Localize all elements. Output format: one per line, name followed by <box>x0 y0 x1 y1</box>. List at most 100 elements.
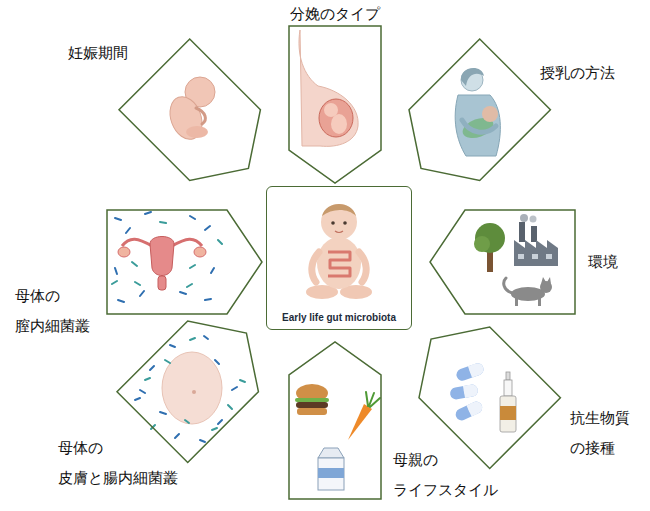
factory <box>514 240 558 266</box>
carrot-leaves <box>366 392 380 407</box>
baby-torso <box>317 237 361 289</box>
factor-box: 母親の ライフスタイル <box>287 340 383 501</box>
capsule-half <box>468 362 485 378</box>
factor-outline <box>417 325 562 470</box>
factor-outline <box>407 37 552 182</box>
pentagon-border <box>119 39 260 180</box>
factor-label: 母体の 膣内細菌叢 <box>15 281 90 341</box>
factor-outline <box>287 24 383 185</box>
chimney <box>519 222 525 242</box>
burger-bun <box>297 408 327 415</box>
bacteria <box>112 222 222 287</box>
baby-eye <box>343 221 347 225</box>
uterus <box>150 237 174 276</box>
capsule <box>455 362 485 383</box>
factory-window <box>518 254 524 259</box>
factor-box: 環境 <box>428 208 577 316</box>
factor-label: 授乳の方法 <box>540 63 615 83</box>
ovary <box>118 247 130 257</box>
fetus-body <box>164 92 207 144</box>
capsule-half <box>466 400 484 417</box>
factor-label: 分娩のタイプ <box>290 4 380 24</box>
factor-label: 母体の 皮膚と腸内細菌叢 <box>58 433 178 493</box>
factor-box: 授乳の方法 <box>407 37 552 182</box>
capsule <box>449 384 479 401</box>
factor-outline <box>115 319 260 464</box>
pentagon-border <box>117 321 258 462</box>
burger-bun <box>296 384 328 402</box>
milk-carton <box>318 458 344 490</box>
milk-top <box>318 448 344 458</box>
capsule-half <box>463 385 471 398</box>
pregnant-torso <box>299 30 358 146</box>
tree-canopy <box>474 236 490 252</box>
navel <box>192 390 196 394</box>
cat-leg <box>538 297 541 306</box>
factor-box: 母体の 皮膚と腸内細菌叢 <box>115 319 260 464</box>
fetus-arm <box>196 108 205 124</box>
smoke <box>530 216 537 223</box>
capsule-half <box>454 400 484 423</box>
fallopian-tube <box>172 239 202 246</box>
burger-patty <box>296 402 328 408</box>
spray-nozzle <box>504 380 512 396</box>
baby-intestine <box>328 252 350 276</box>
bacteria <box>135 336 237 442</box>
factor-box: 妊娠期間 <box>117 37 262 182</box>
cat-ears <box>541 277 551 284</box>
capsule <box>454 400 484 423</box>
capsule-half <box>449 384 479 401</box>
milk-band <box>318 468 344 478</box>
factor-outline <box>105 208 264 316</box>
bacteria <box>115 212 214 302</box>
factor-outline <box>287 340 383 501</box>
capsule-half <box>455 362 485 383</box>
fallopian-tube <box>122 239 152 246</box>
pentagon-border <box>289 342 381 499</box>
mother-head <box>461 69 483 91</box>
mother-arm <box>462 120 496 132</box>
center-box: Early life gut microbiota <box>266 186 412 330</box>
center-title: Early life gut microbiota <box>271 312 407 324</box>
baby-mouth <box>335 231 343 233</box>
factor-label: 妊娠期間 <box>68 43 128 63</box>
cat-leg <box>515 297 518 306</box>
mother-body <box>455 95 500 156</box>
pentagon-border <box>289 26 381 183</box>
capsule-half <box>463 384 479 398</box>
cervix <box>158 276 166 290</box>
factor-outline <box>117 37 262 182</box>
tree-canopy <box>475 223 505 253</box>
capsule-half <box>468 364 478 377</box>
baby-head <box>482 106 498 122</box>
factor-box: 分娩のタイプ <box>287 24 383 185</box>
fetus-body <box>331 114 347 134</box>
cat-tail <box>504 278 512 293</box>
factor-outline <box>428 208 577 316</box>
chimney <box>531 226 537 242</box>
baby-hair <box>322 204 356 216</box>
factor-box: 母体の 膣内細菌叢 <box>105 208 264 316</box>
factor-label: 抗生物質 の接種 <box>570 403 630 463</box>
mother-hair <box>461 68 484 86</box>
baby-arms <box>312 252 366 282</box>
pentagon-border <box>409 39 550 180</box>
spray-bottle <box>500 396 516 432</box>
burger-lettuce <box>295 398 329 402</box>
factor-box: 抗生物質 の接種 <box>417 325 562 470</box>
factor-label: 母親の ライフスタイル <box>393 445 498 505</box>
baby-head <box>321 204 357 240</box>
factory-window <box>546 254 552 259</box>
spray-tip <box>506 372 510 380</box>
capsule-half <box>466 403 477 416</box>
factor-label: 環境 <box>588 252 618 272</box>
bacteria <box>145 338 245 430</box>
carrot <box>348 404 372 440</box>
womb <box>319 99 353 137</box>
pentagon-border <box>107 210 262 314</box>
pentagon-border <box>430 210 575 314</box>
smoke <box>520 214 528 222</box>
factory-window <box>532 254 538 259</box>
baby-eye <box>331 221 335 225</box>
